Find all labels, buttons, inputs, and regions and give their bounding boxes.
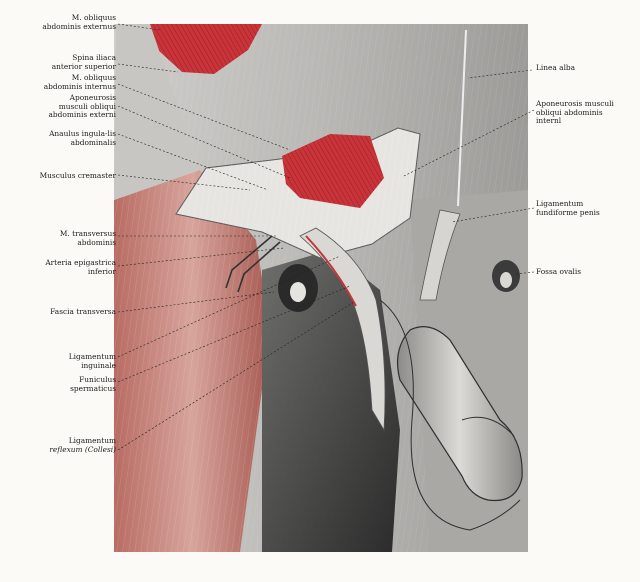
fundiform-ligament bbox=[419, 209, 461, 301]
label-fascia-transversa: Fascia transversa bbox=[50, 307, 116, 316]
label-fossa-ovalis: Fossa ovalis bbox=[536, 267, 582, 276]
penis bbox=[397, 326, 523, 502]
label-linea-alba: Linea alba bbox=[536, 63, 576, 72]
leader-lines bbox=[117, 23, 535, 451]
label-ligamentum-inguinale: Ligamentum inguinale bbox=[68, 352, 116, 370]
label-ligamentum-reflexum-1: Ligamentum bbox=[68, 436, 116, 445]
label-ligamentum-reflexum-2: reflexum (Collesi) bbox=[49, 445, 116, 454]
label-musculus-cremaster: Musculus cremaster bbox=[39, 171, 116, 180]
label-m-obliquus-int: M. obliquus abdominis internus bbox=[43, 73, 116, 91]
label-ligamentum-fundiforme: Ligamentum fundiforme penis bbox=[536, 199, 600, 217]
linea-alba bbox=[457, 29, 467, 207]
forceps bbox=[225, 235, 273, 289]
label-spina-iliaca: Spina iliaca anterior superior bbox=[51, 53, 116, 71]
label-anulus-inguinalis: Anaulus ingula-lis abdominalis bbox=[49, 129, 116, 147]
spermatic-cord bbox=[299, 227, 386, 432]
label-arteria-epigastrica: Arteria epigastrica inferior bbox=[45, 258, 116, 276]
label-aponeurosis-int: Aponeurosis musculi obliqui abdominis in… bbox=[536, 99, 614, 126]
label-m-transversus: M. transversus abdominis bbox=[59, 229, 116, 247]
label-funiculus: Funiculus spermaticus bbox=[70, 375, 116, 393]
label-aponeurosis-ext: Aponeurosis musculi obliqui abdominis ex… bbox=[48, 93, 117, 120]
label-m-obliquus-ext: M. obliquus abdominis externus bbox=[42, 13, 116, 31]
